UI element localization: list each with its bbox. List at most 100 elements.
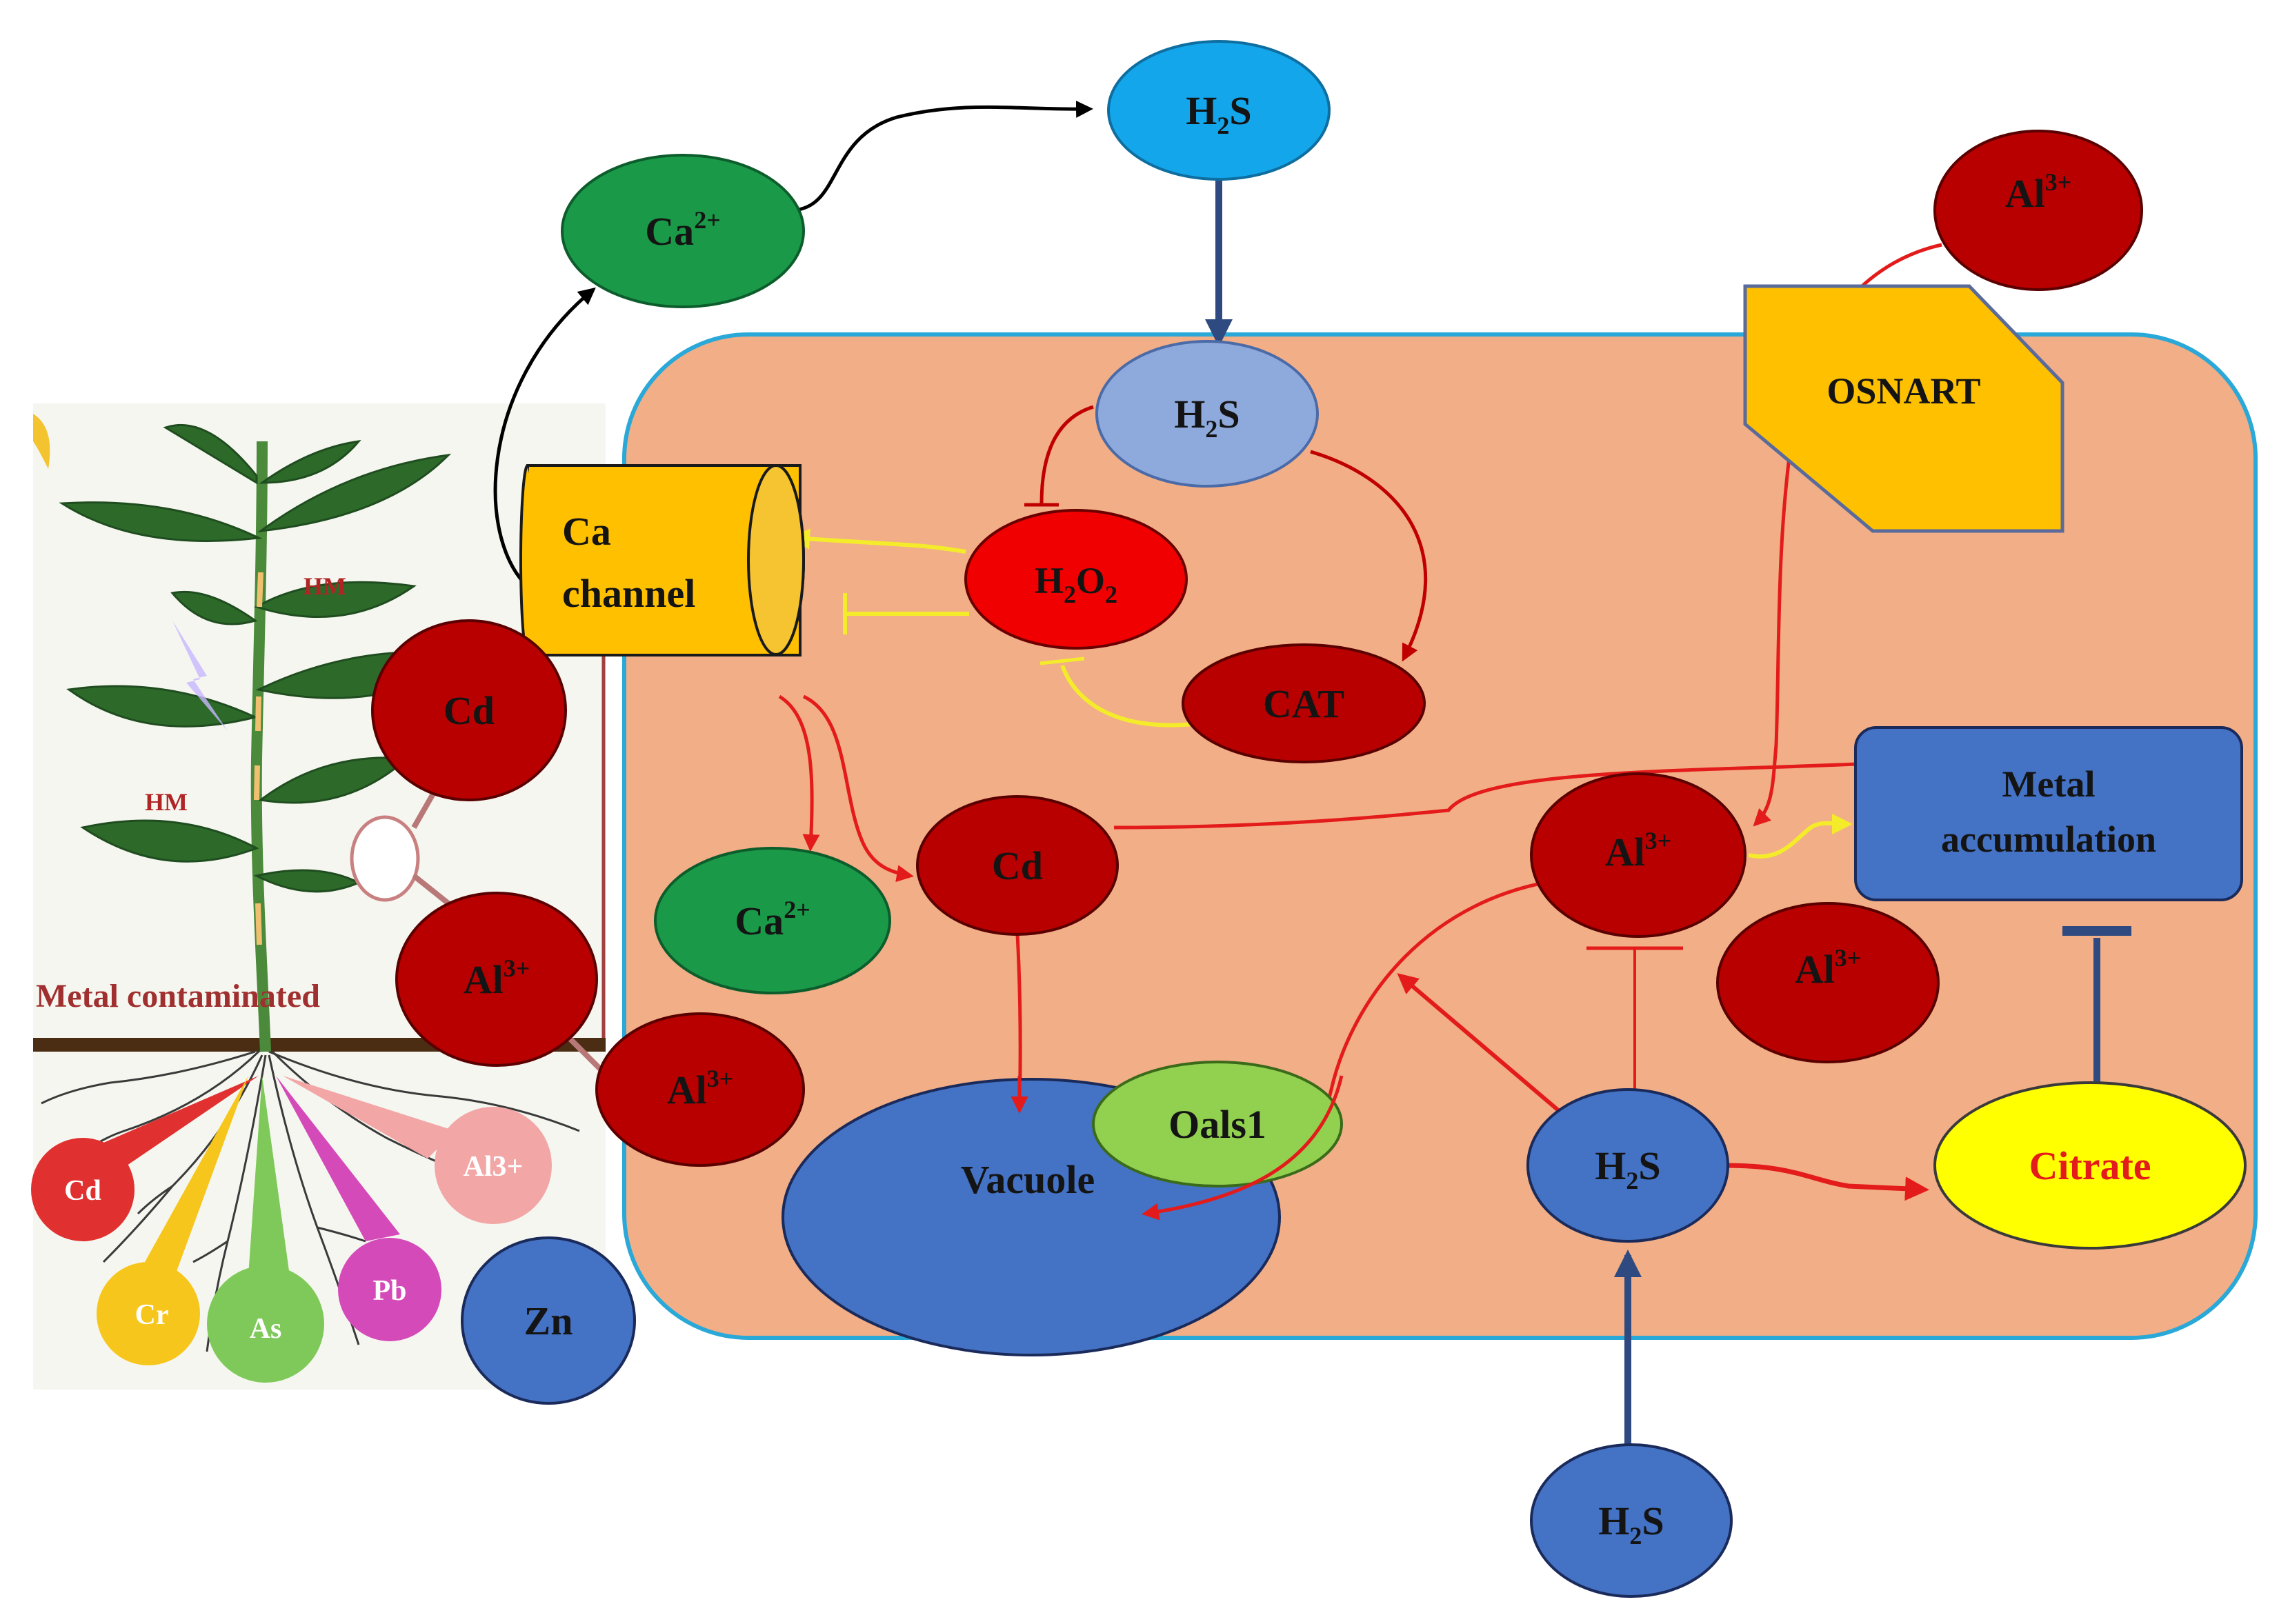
zn-node: Zn	[461, 1236, 636, 1405]
leaf-fragment	[33, 414, 50, 469]
hm-label-upper: HM	[303, 572, 346, 600]
inhibit-cat-h2o2-bar	[1039, 656, 1085, 665]
zn-shape	[461, 1236, 636, 1405]
root-pin-pb-label: Pb	[372, 1275, 406, 1307]
plant-stem	[250, 441, 271, 1052]
arrow-channel-to-cd	[802, 694, 914, 883]
al-center-node: Al3+	[1530, 772, 1746, 938]
al-outside-top-node: Al3+	[1933, 130, 2143, 291]
h2s-cell-top-node: H2S	[1095, 340, 1319, 488]
ca-outside-shape	[561, 154, 805, 308]
al-center-label: Al3+	[1605, 827, 1672, 874]
osnart-shape	[1743, 284, 2064, 533]
h2o2-node: H2O2	[964, 509, 1188, 650]
al-root-shape	[395, 892, 598, 1067]
al-right-label: Al3+	[1795, 944, 1862, 992]
cd-inside-node: Cd	[916, 795, 1119, 936]
root-pin-al	[435, 1107, 552, 1224]
ca-inside-shape	[654, 847, 891, 994]
osnart-label: OSNART	[1827, 370, 1980, 412]
arrow-cd-to-metal	[1113, 754, 1900, 830]
arrow-h2s-upleft	[1397, 973, 1564, 1116]
ca-inside-label: Ca2+	[735, 896, 810, 943]
metal-accumulation-line1: Metal	[2002, 763, 2096, 805]
metal-accumulation-shape	[1854, 726, 2243, 901]
cd-root-shape	[371, 619, 567, 801]
arrow-al-to-vacuole-overlay	[1142, 1075, 1344, 1221]
ca-channel-node: Ca channel	[519, 464, 805, 656]
cd-inside-label: Cd	[992, 843, 1043, 888]
h2s-top-node: H2S	[1107, 40, 1331, 181]
ca-outside-node: Ca2+	[561, 154, 805, 308]
root-pin-stem-cr	[145, 1076, 248, 1283]
h2s-cell-top-label: H2S	[1174, 392, 1240, 443]
h2s-cell-top-shape	[1095, 340, 1319, 488]
arrow-h2s-to-cat	[1310, 450, 1428, 662]
oals1-label: Oals1	[1168, 1102, 1266, 1147]
root-pin-as-label: As	[250, 1313, 282, 1345]
h2s-top-label: H2S	[1186, 88, 1251, 139]
h2s-bottom-inside-node: H2S	[1526, 1088, 1729, 1243]
metal-accumulation-line2: accumulation	[1941, 819, 2156, 860]
citrate-node: Citrate	[1933, 1081, 2247, 1250]
hm-label-lower: HM	[145, 788, 188, 816]
xylem-dashes	[254, 572, 263, 945]
soil-label: Metal contaminated	[36, 978, 320, 1014]
inhibit-h2s-h2o2	[1039, 405, 1094, 504]
ca-channel-line1: Ca	[562, 509, 611, 554]
h2s-bottom-outside-shape	[1530, 1443, 1733, 1598]
ca-channel-right-cap-front	[747, 464, 805, 656]
root-pin-stem-cd	[83, 1076, 259, 1186]
arrow-h2s-to-citrate	[1724, 1163, 1929, 1201]
arrow-channel-to-ca-inside	[778, 694, 820, 852]
h2s-top-shape	[1107, 40, 1331, 181]
al-root-node: Al3+	[395, 892, 598, 1067]
root-pin-cd	[31, 1138, 135, 1241]
cat-node: CAT	[1182, 643, 1426, 763]
root-pin-cd-label: Cd	[64, 1175, 101, 1207]
oals1-shape	[1092, 1061, 1343, 1187]
citrate-shape	[1933, 1081, 2247, 1250]
ca-channel-mask	[529, 467, 774, 654]
root-pin-stem-pb	[276, 1076, 400, 1241]
h2s-bottom-outside-node: H2S	[1530, 1443, 1733, 1598]
root-pin-cr	[97, 1262, 200, 1365]
al-membrane-shape	[595, 1012, 805, 1167]
osnart-node: OSNART	[1743, 284, 2064, 533]
root-metal-pins: Cd Cr As Pb Al3+	[31, 1076, 552, 1383]
cd-root-label: Cd	[444, 688, 495, 733]
arrow-channel-to-ca	[493, 287, 596, 591]
arrow-h2o2-to-channel	[789, 528, 966, 554]
cat-shape	[1182, 643, 1426, 763]
connectors	[411, 100, 2131, 1445]
root-pin-stem-as	[248, 1076, 290, 1276]
al-center-shape	[1530, 772, 1746, 938]
ca-channel-line2: channel	[562, 571, 695, 616]
al-outside-top-label: Al3+	[2005, 168, 2072, 216]
lightning-icon	[172, 621, 228, 731]
h2s-bottom-inside-label: H2S	[1595, 1143, 1660, 1194]
h2s-bottom-inside-shape	[1526, 1088, 1729, 1243]
root-pin-pb	[338, 1238, 441, 1341]
cd-root-node: Cd	[371, 619, 567, 801]
arrow-al-to-metal	[1748, 813, 1853, 859]
metal-accumulation-node: Metal accumulation	[1854, 726, 2243, 901]
cd-inside-shape	[916, 795, 1119, 936]
citrate-label: Citrate	[2029, 1143, 2151, 1188]
ca-outside-label: Ca2+	[645, 206, 720, 254]
al-outside-top-shape	[1933, 130, 2143, 291]
root-pin-stem-al	[283, 1076, 455, 1159]
h2s-bottom-outside-label: H2S	[1598, 1498, 1664, 1550]
h2o2-label: H2O2	[1035, 560, 1117, 608]
oals1-node: Oals1	[1092, 1061, 1343, 1187]
al-right-shape	[1716, 902, 1940, 1063]
vacuole-label: Vacuole	[961, 1157, 1095, 1202]
al-right-node: Al3+	[1716, 902, 1940, 1063]
root-system	[41, 1047, 580, 1352]
root-pin-al-label: Al3+	[464, 1151, 524, 1183]
al-membrane-label: Al3+	[667, 1065, 734, 1112]
root-pin-cr-label: Cr	[135, 1299, 169, 1331]
h2o2-shape	[964, 509, 1188, 650]
